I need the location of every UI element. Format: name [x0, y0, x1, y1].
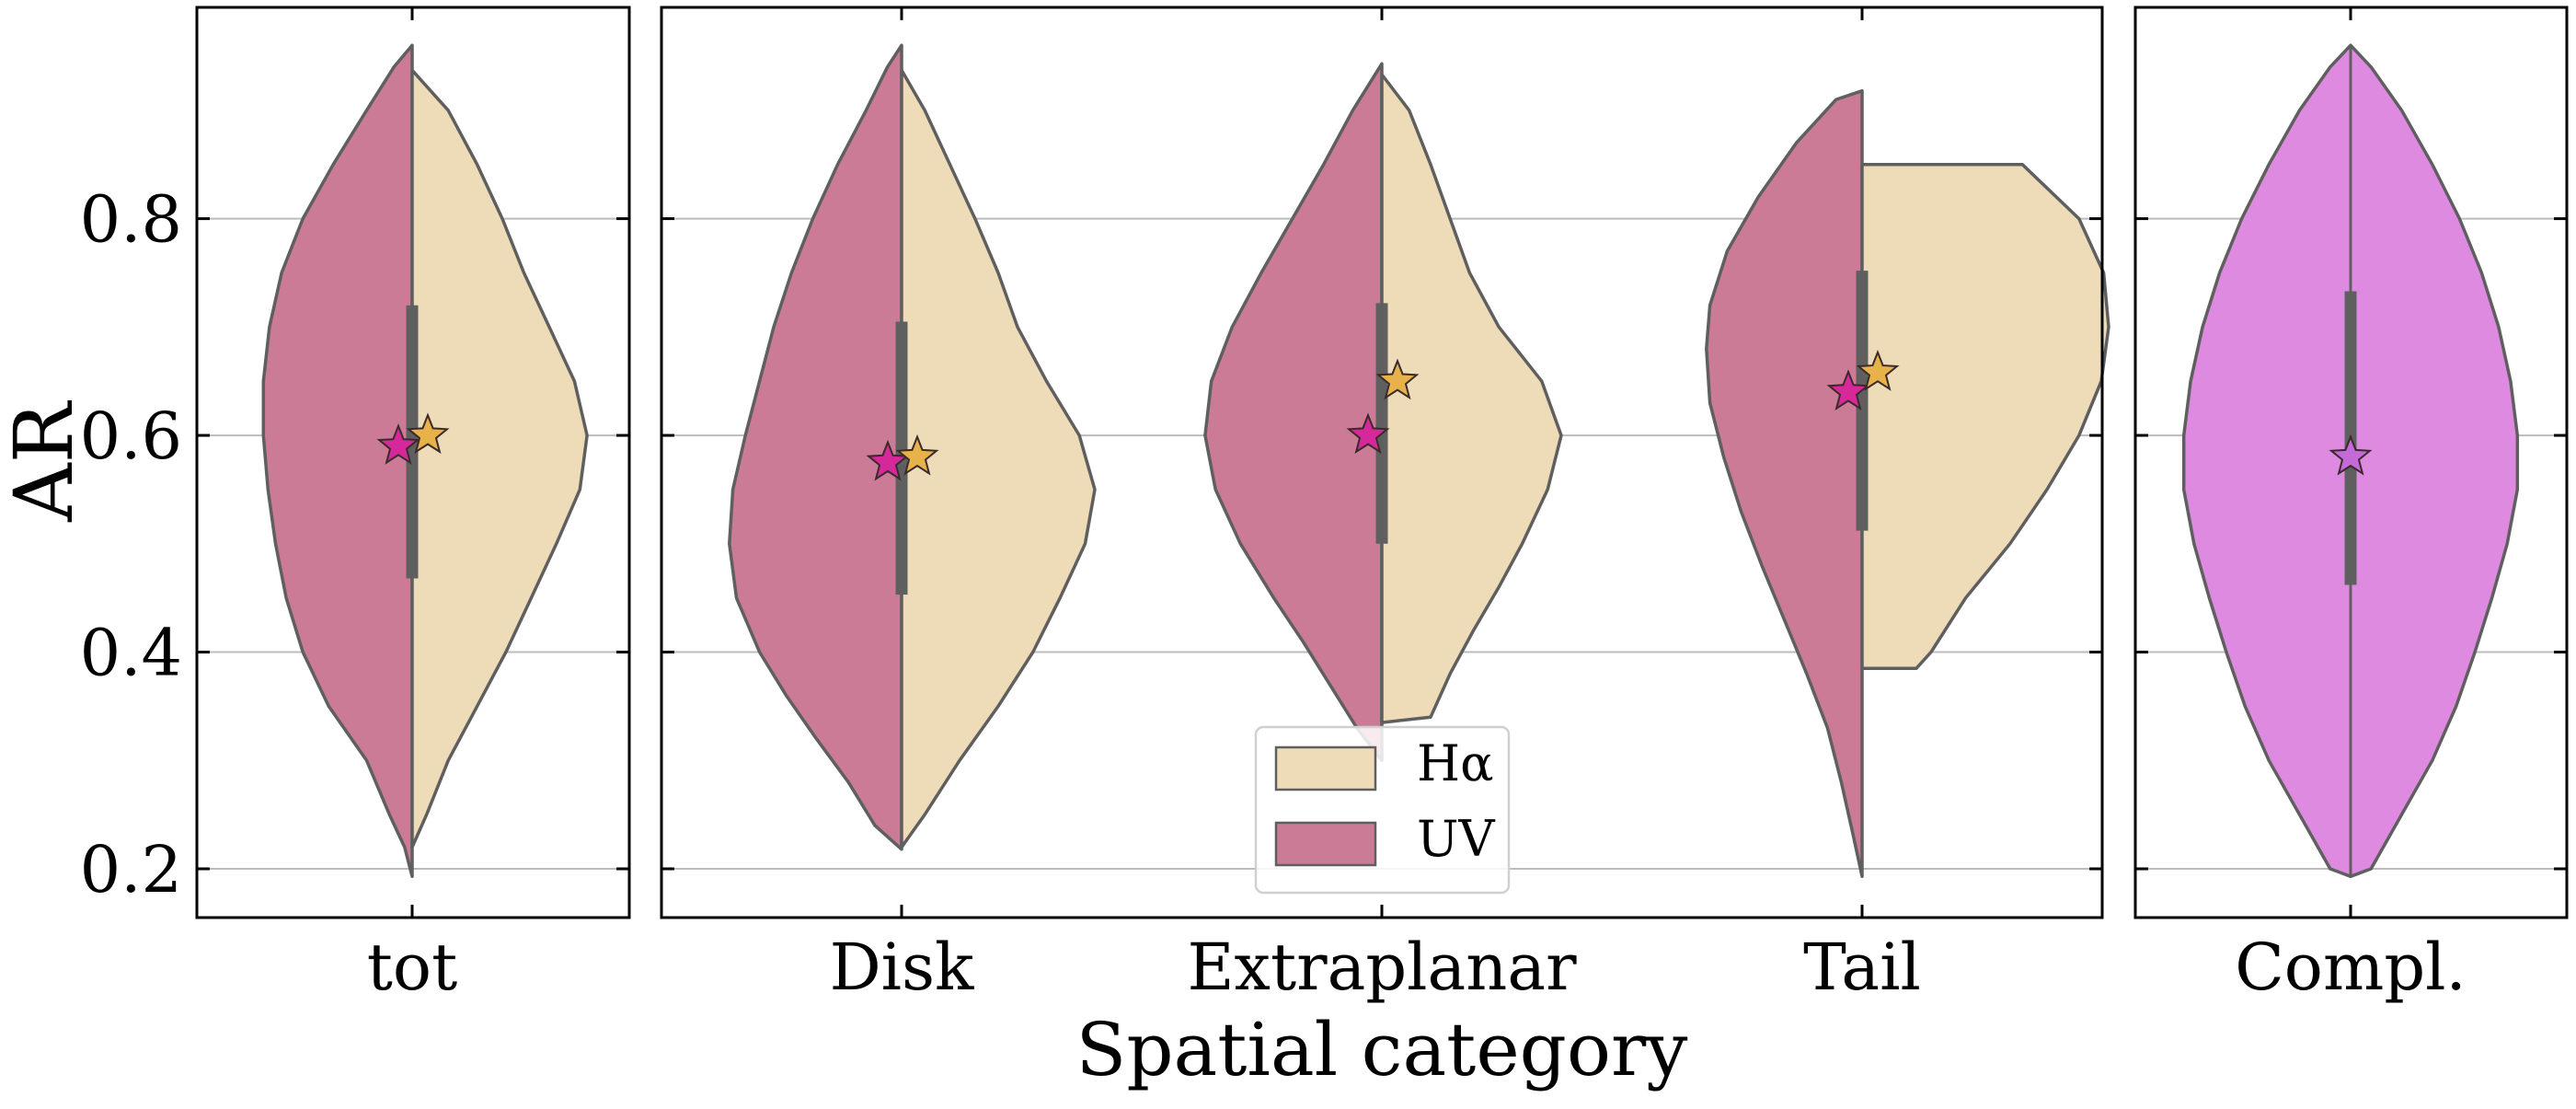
- mean-star-compl: [2329, 433, 2373, 476]
- violin-ha-tail: [1860, 162, 2110, 670]
- ytick-label-2: 0.6: [80, 399, 182, 474]
- mean-star-uv-tot: [376, 423, 420, 465]
- xtick-label-tail: Tail: [1803, 930, 1921, 1005]
- mean-star-ha-disk: [895, 433, 939, 476]
- xtick-label-compl: Compl.: [2235, 930, 2467, 1005]
- ytick-label-3: 0.8: [80, 182, 182, 258]
- mean-star-uv-disk: [866, 439, 910, 481]
- legend-swatch-0: [1274, 745, 1377, 791]
- ytick-label-0: 0.2: [80, 832, 182, 907]
- mean-star-ha-extra: [1375, 358, 1420, 400]
- xtick-label-tot: tot: [367, 930, 457, 1005]
- legend-label-0: Hα: [1417, 734, 1494, 792]
- violin-ha-disk: [900, 68, 1097, 849]
- x-axis-label: Spatial category: [1076, 1007, 1688, 1092]
- violin-uv-extra: [1203, 62, 1384, 763]
- violin-ha-tot: [410, 68, 589, 849]
- mean-star-uv-tail: [1826, 369, 1870, 411]
- violin-uv-tot: [261, 43, 414, 879]
- violin-uv-tail: [1705, 88, 1864, 879]
- xtick-label-extraplanar: Extraplanar: [1187, 930, 1577, 1005]
- mean-star-ha-tot: [406, 412, 450, 455]
- violin-uv-disk: [728, 43, 903, 851]
- legend-label-1: UV: [1417, 810, 1496, 868]
- mean-star-ha-tail: [1856, 350, 1900, 391]
- violin-ha-extra: [1380, 73, 1563, 724]
- ytick-label-1: 0.4: [80, 616, 182, 691]
- y-axis-label: AR: [0, 399, 91, 523]
- legend-swatch-1: [1274, 821, 1377, 867]
- xtick-label-disk: Disk: [830, 930, 974, 1005]
- mean-star-uv-extra: [1346, 412, 1390, 455]
